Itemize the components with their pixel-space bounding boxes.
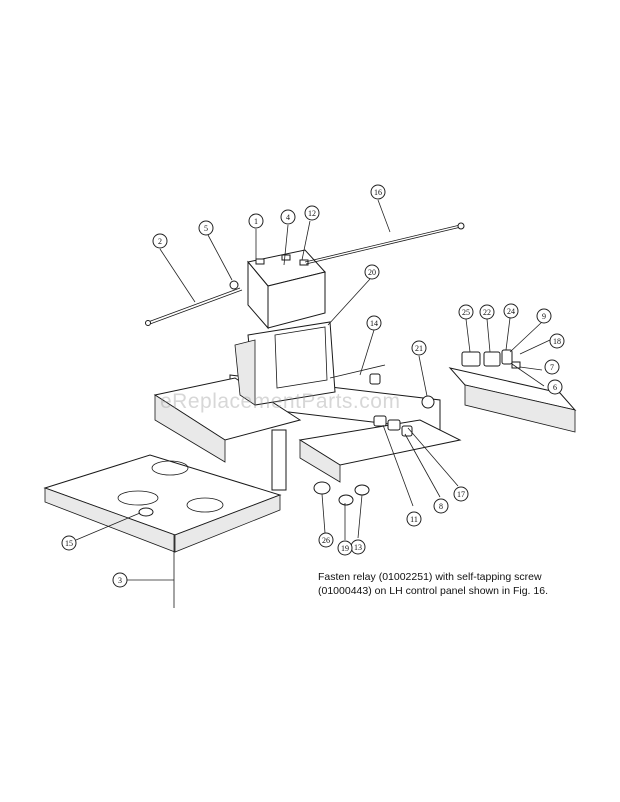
svg-text:8: 8 — [439, 502, 443, 511]
callout-21: 21 — [411, 340, 427, 356]
callout-12: 12 — [304, 205, 320, 221]
assembly-note: Fasten relay (01002251) with self-tappin… — [318, 570, 608, 598]
svg-text:11: 11 — [410, 515, 418, 524]
callout-7: 7 — [544, 359, 560, 375]
callout-19: 19 — [337, 540, 353, 556]
callout-9: 9 — [536, 308, 552, 324]
svg-text:13: 13 — [354, 543, 362, 552]
callout-14: 14 — [366, 315, 382, 331]
battery — [247, 249, 326, 330]
assembly-note-line-1: Fasten relay (01002251) with self-tappin… — [318, 571, 542, 583]
callout-6: 6 — [547, 379, 563, 395]
chassis-frame — [153, 367, 577, 491]
callout-24: 24 — [503, 303, 519, 319]
callout-3: 3 — [112, 572, 128, 588]
callout-2: 2 — [152, 233, 168, 249]
callout-22: 22 — [479, 304, 495, 320]
callout-18: 18 — [549, 333, 565, 349]
callout-20: 20 — [364, 264, 380, 280]
svg-text:3: 3 — [118, 576, 122, 585]
svg-text:6: 6 — [553, 383, 557, 392]
leader-lines — [75, 199, 551, 581]
svg-text:25: 25 — [462, 308, 470, 317]
svg-text:9: 9 — [542, 312, 546, 321]
small-parts — [313, 349, 521, 506]
callout-15: 15 — [61, 535, 77, 551]
callout-25: 25 — [458, 304, 474, 320]
svg-text:7: 7 — [550, 363, 554, 372]
cables — [145, 222, 465, 608]
svg-text:5: 5 — [204, 224, 208, 233]
callout-1: 1 — [248, 213, 264, 229]
svg-text:15: 15 — [65, 539, 73, 548]
assembly-note-line-2: (01000443) on LH control panel shown in … — [318, 585, 548, 597]
callout-13: 13 — [350, 539, 366, 555]
callout-4: 4 — [280, 209, 296, 225]
callout-8: 8 — [433, 498, 449, 514]
svg-text:20: 20 — [368, 268, 376, 277]
callout-17: 17 — [453, 486, 469, 502]
svg-text:22: 22 — [483, 308, 491, 317]
svg-text:12: 12 — [308, 209, 316, 218]
svg-text:1: 1 — [254, 217, 258, 226]
svg-text:24: 24 — [507, 307, 515, 316]
callout-26: 26 — [318, 532, 334, 548]
callout-5: 5 — [198, 220, 214, 236]
svg-text:14: 14 — [370, 319, 378, 328]
svg-text:21: 21 — [415, 344, 423, 353]
svg-text:16: 16 — [374, 188, 382, 197]
svg-text:19: 19 — [341, 544, 349, 553]
battery-box — [234, 321, 336, 406]
svg-text:26: 26 — [322, 536, 330, 545]
svg-text:17: 17 — [457, 490, 465, 499]
callout-11: 11 — [406, 511, 422, 527]
callout-16: 16 — [370, 184, 386, 200]
svg-text:18: 18 — [553, 337, 561, 346]
base-plate — [43, 454, 282, 553]
svg-text:4: 4 — [286, 213, 290, 222]
callouts: 1 2 3 4 5 6 7 8 9 11 12 13 14 15 16 17 1… — [61, 184, 565, 588]
svg-text:2: 2 — [158, 237, 162, 246]
